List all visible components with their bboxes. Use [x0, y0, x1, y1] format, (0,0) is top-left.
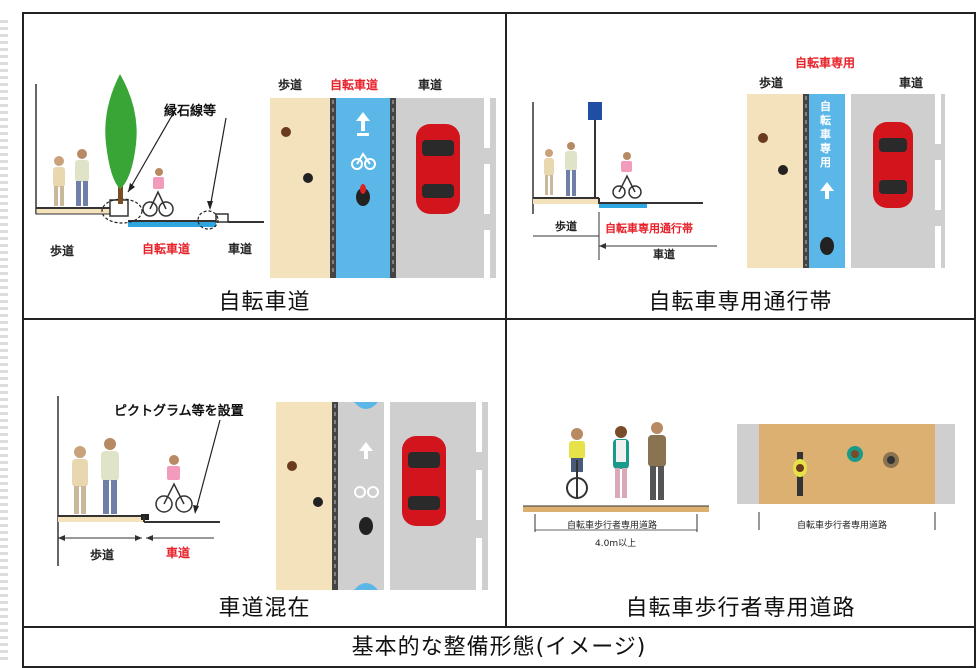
section-bikeway-label: 自転車道 [142, 242, 191, 256]
section-width-label: 4.0m以上 [595, 539, 637, 549]
section-roadway-label: 車道 [228, 242, 253, 256]
cyclist-icon [142, 168, 174, 217]
panel-bikeway: 縁石線等 歩道 自転車道 車道 歩道 自転車道 車道 自転車道 [24, 14, 505, 318]
plan-sidewalk-label: 歩道 [278, 78, 303, 92]
panel-bike-lane-svg [532, 94, 945, 268]
callout-curb-label: 縁石線等 [164, 104, 217, 119]
caption-bikeway: 自転車道 [218, 290, 311, 315]
pedestrian-icon [544, 142, 577, 196]
plan-bikelane-label: 自転車専用 [795, 56, 856, 70]
caption-bike-ped-road: 自転車歩行者専用道路 [625, 596, 856, 621]
section-roadway-label: 車道 [166, 546, 191, 560]
cyclist-icon [155, 455, 193, 513]
plan-bikeway-label: 自転車道 [330, 78, 379, 92]
cyclist-icon [612, 152, 642, 199]
section-road-label: 自転車歩行者専用道路 [567, 521, 658, 531]
section-sidewalk-label: 歩道 [555, 220, 577, 233]
panel-bikeway-svg [35, 74, 496, 278]
panel-bike-ped-road: 自転車歩行者専用道路 4.0m以上 自転車歩行者専用道路 自転車歩行者専用道路 [507, 320, 974, 626]
section-sidewalk-label: 歩道 [90, 548, 115, 562]
pedestrian-icon [53, 149, 89, 206]
plan-roadway-label: 車道 [418, 78, 443, 92]
caption-bike-lane: 自転車専用通行帯 [648, 290, 833, 315]
panel-bike-lane: 自転車専用 自転車専用 歩道 車道 歩道 自転車専用通行帯 車道 自転車専用通行… [507, 14, 974, 318]
plan-road-label: 自転車歩行者専用道路 [797, 521, 888, 531]
cyclist-topview-icon [793, 452, 807, 496]
plan-sidewalk-label: 歩道 [759, 76, 784, 90]
panel-bike-ped-road-svg [523, 422, 955, 532]
pedestrian-icon [613, 422, 666, 500]
footer-divider [22, 626, 976, 628]
plan-lane-vertical-text: 自転車専用 [820, 100, 831, 169]
cyclist-icon [566, 428, 588, 499]
footer-title: 基本的な整備形態(イメージ) [351, 635, 647, 660]
section-roadway-label: 車道 [653, 248, 675, 261]
outer-frame [22, 12, 976, 668]
callout-pictogram-label: ピクトグラム等を設置 [114, 404, 244, 419]
scan-edge [0, 20, 8, 660]
pedestrian-icon [72, 438, 119, 514]
panel-mixed-traffic-svg [57, 396, 488, 590]
section-sidewalk-label: 歩道 [50, 244, 75, 258]
caption-mixed-traffic: 車道混在 [218, 596, 311, 621]
panel-mixed-traffic: ピクトグラム等を設置 歩道 車道 車道混在 [24, 320, 505, 626]
section-bikelane-label: 自転車専用通行帯 [605, 222, 693, 235]
horizontal-divider [22, 318, 976, 320]
plan-roadway-label: 車道 [899, 76, 924, 90]
